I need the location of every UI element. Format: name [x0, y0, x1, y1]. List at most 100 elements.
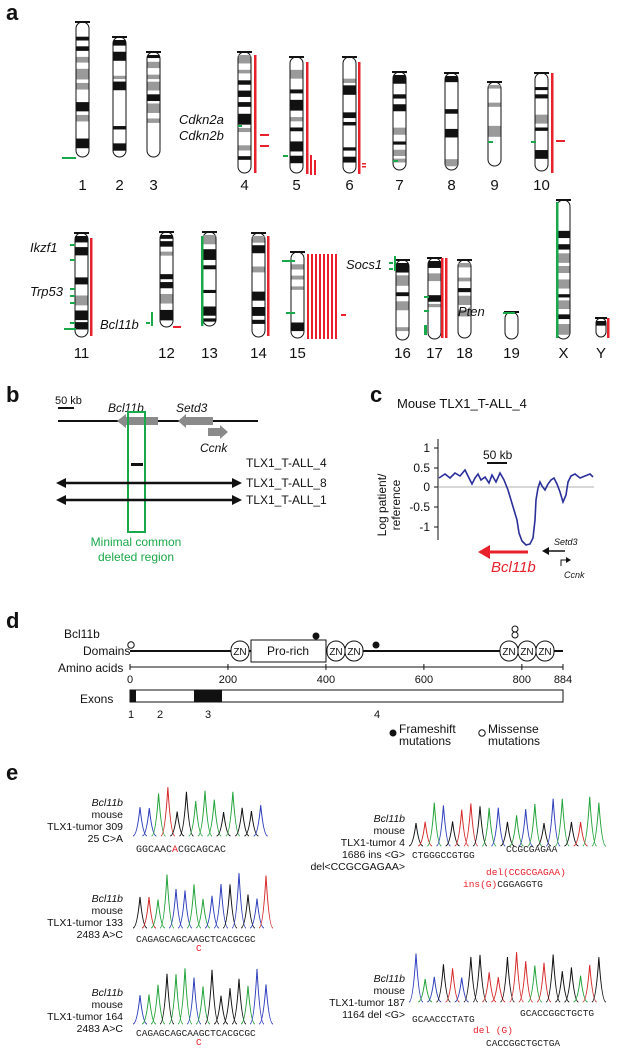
ytick-neg1: -1: [419, 520, 430, 534]
region-label-line2: deleted region: [98, 550, 174, 564]
missense-marker: [511, 631, 519, 639]
ccnk-gene-arrow: [208, 425, 228, 439]
chromosome-1: [75, 21, 90, 158]
panel-a-label: a: [6, 0, 19, 25]
svg-text:TLX1-tumor 187: TLX1-tumor 187: [329, 997, 405, 1009]
chromosome-Y: [595, 317, 607, 338]
protein-name: Bcl11b: [64, 627, 100, 641]
chromosome-7: [392, 71, 407, 171]
exons-label: Exons: [80, 692, 113, 706]
svg-text:mouse: mouse: [373, 985, 405, 997]
chromosome-label-7: 7: [395, 177, 403, 194]
chromatogram-trace: [132, 968, 274, 1025]
svg-text:2483 A>C: 2483 A>C: [77, 1023, 124, 1035]
aa-tick-label: 400: [317, 674, 335, 686]
chromosome-label-12: 12: [158, 345, 175, 362]
chromosome-17: [427, 257, 442, 340]
chromosome-4: [237, 51, 252, 174]
chromosome-13: [202, 231, 217, 327]
chr15-deletion-bar: [311, 254, 313, 339]
chromosome-label-8: 8: [447, 177, 455, 194]
svg-text:CTGGGCCGTGG: CTGGGCCGTGG: [412, 850, 475, 861]
svg-text:del<CCGCGAGAA>: del<CCGCGAGAA>: [310, 861, 405, 873]
aa-tick-label: 200: [219, 674, 237, 686]
chr15-deletion-bar: [327, 254, 329, 339]
cnv-marks: [62, 55, 610, 339]
chromatogram-trace: [132, 787, 268, 837]
sequence: CAGAGCAGCAAGCTCACGCGC: [136, 1028, 256, 1039]
panel-c-label: c: [370, 382, 382, 407]
setd3-label: Setd3: [554, 537, 578, 547]
svg-text:25 C>A: 25 C>A: [88, 833, 123, 845]
chromosome-label-5: 5: [292, 177, 300, 194]
aa-tick-label: 0: [127, 674, 133, 686]
sample-deletion-arrows: [56, 478, 242, 505]
svg-text:Bcl11b: Bcl11b: [374, 973, 405, 985]
ytick-0: 0: [423, 480, 430, 494]
chr15-deletion-bar: [319, 254, 321, 339]
setd3-gene-arrow: [178, 414, 213, 428]
svg-text:mouse: mouse: [91, 905, 123, 917]
zn-finger-domain: [535, 640, 555, 662]
zn-finger-domain: [344, 640, 364, 662]
gene-label-bcl11b: Bcl11b: [100, 317, 139, 332]
missense-marker: [511, 625, 519, 633]
cnv-curve: [438, 468, 594, 546]
zn-label: ZN: [233, 647, 246, 658]
chromosome-2: [112, 36, 127, 158]
chromosome-label-2: 2: [115, 177, 123, 194]
legend-missense-1: Missense: [488, 722, 539, 736]
bcl11b-deleted-label: Bcl11b: [491, 559, 536, 576]
svg-text:del (G): del (G): [473, 1025, 513, 1036]
gene-label-cdkn2b: Cdkn2b: [179, 128, 224, 143]
panel-d-label: d: [6, 608, 19, 633]
exon-number-1: 1: [128, 709, 134, 721]
sample-label-8: TLX1_T-ALL_8: [246, 476, 327, 490]
ytick-neg0_5: -0.5: [409, 500, 430, 514]
gene-ccnk-label: Ccnk: [200, 441, 228, 455]
chromosome-label-10: 10: [533, 177, 550, 194]
svg-text:CACCGGCTGCTGA: CACCGGCTGCTGA: [486, 1038, 560, 1049]
trace-block-164: Bcl11b mouse TLX1-tumor 164 2483 A>C CAG…: [47, 968, 274, 1048]
aa-tick-label: 800: [513, 674, 531, 686]
chromosome-label-18: 18: [456, 345, 473, 362]
chromosome-5: [289, 56, 304, 174]
zn-label: ZN: [520, 647, 533, 658]
chromatogram-trace: [132, 873, 274, 929]
sequence: CAGAGCAGCAAGCTCACGCGC: [136, 934, 256, 945]
chromosome-label-3: 3: [149, 177, 157, 194]
svg-text:2483 A>C: 2483 A>C: [77, 929, 124, 941]
svg-text:TLX1-tumor 309: TLX1-tumor 309: [47, 821, 123, 833]
chromosome-8: [444, 72, 459, 171]
trace-block-4: Bcl11b mouse TLX1-tumor 4 1686 ins <G> d…: [310, 796, 607, 890]
pro-rich-label: Pro-rich: [267, 644, 309, 658]
trace-block-187: Bcl11b mouse TLX1-tumor 187 1164 del <G>…: [329, 952, 607, 1049]
sample-label-1: TLX1_T-ALL_1: [246, 493, 327, 507]
zn-finger-domain: [230, 640, 250, 662]
aa-tick-label: 884: [554, 674, 572, 686]
chromosome-label-14: 14: [250, 345, 267, 362]
plot-title: Mouse TLX1_T-ALL_4: [397, 396, 527, 411]
svg-text:Bcl11b: Bcl11b: [92, 987, 123, 999]
chromosome-6: [342, 56, 357, 174]
svg-text:TLX1-tumor 164: TLX1-tumor 164: [47, 1011, 123, 1023]
chromosome-label-6: 6: [345, 177, 353, 194]
chr15-deletion-bar: [315, 254, 317, 339]
svg-text:GCAACCCTATG: GCAACCCTATG: [412, 1014, 475, 1025]
svg-text:1686 ins <G>: 1686 ins <G>: [342, 849, 405, 861]
zn-label: ZN: [502, 647, 515, 658]
zn-label: ZN: [329, 647, 342, 658]
chromosome-9: [487, 81, 502, 167]
legend-frameshift-dot: [389, 729, 397, 737]
sample-label-4: TLX1_T-ALL_4: [246, 456, 327, 470]
chromosome-label-11: 11: [74, 345, 90, 362]
ytick-0_5: 0.5: [413, 461, 430, 475]
zn-label: ZN: [538, 647, 551, 658]
gene-label-cdkn2a: Cdkn2a: [179, 112, 224, 127]
missense-marker: [127, 641, 135, 649]
svg-text:Bcl11b: Bcl11b: [92, 797, 123, 809]
svg-text:TLX1-tumor 4: TLX1-tumor 4: [341, 837, 405, 849]
